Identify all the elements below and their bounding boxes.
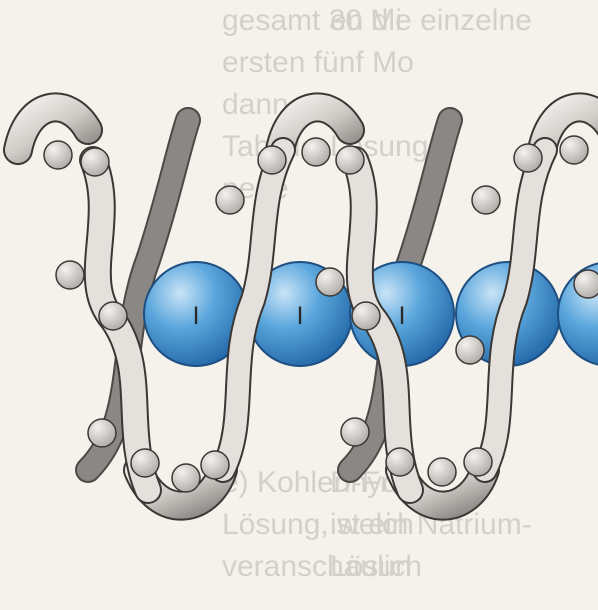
hydroxyl-group-ball — [336, 146, 364, 174]
hydroxyl-group-ball — [456, 336, 484, 364]
iodine-label: I — [192, 302, 199, 330]
hydroxyl-group-ball — [258, 146, 286, 174]
hydroxyl-group-ball — [201, 451, 229, 479]
hydroxyl-group-ball — [428, 458, 456, 486]
hydroxyl-group-ball — [352, 302, 380, 330]
hydroxyl-group-ball — [56, 261, 84, 289]
hydroxyl-group-ball — [341, 418, 369, 446]
hydroxyl-group-ball — [574, 270, 598, 298]
hydroxyl-group-ball — [560, 136, 588, 164]
hydroxyl-group-ball — [99, 302, 127, 330]
hydroxyl-group-ball — [81, 148, 109, 176]
hydroxyl-group-ball — [514, 144, 542, 172]
iodine-label: I — [398, 302, 405, 330]
hydroxyl-group-ball — [131, 449, 159, 477]
hydroxyl-group-ball — [88, 419, 116, 447]
hydroxyl-group-ball — [316, 268, 344, 296]
iodine-label: I — [296, 302, 303, 330]
hydroxyl-group-ball — [44, 141, 72, 169]
hydroxyl-group-ball — [216, 186, 244, 214]
hydroxyl-group-ball — [464, 448, 492, 476]
hydroxyl-group-ball — [172, 464, 200, 492]
hydroxyl-group-ball — [472, 186, 500, 214]
hydroxyl-group-ball — [386, 448, 414, 476]
hydroxyl-group-ball — [302, 138, 330, 166]
